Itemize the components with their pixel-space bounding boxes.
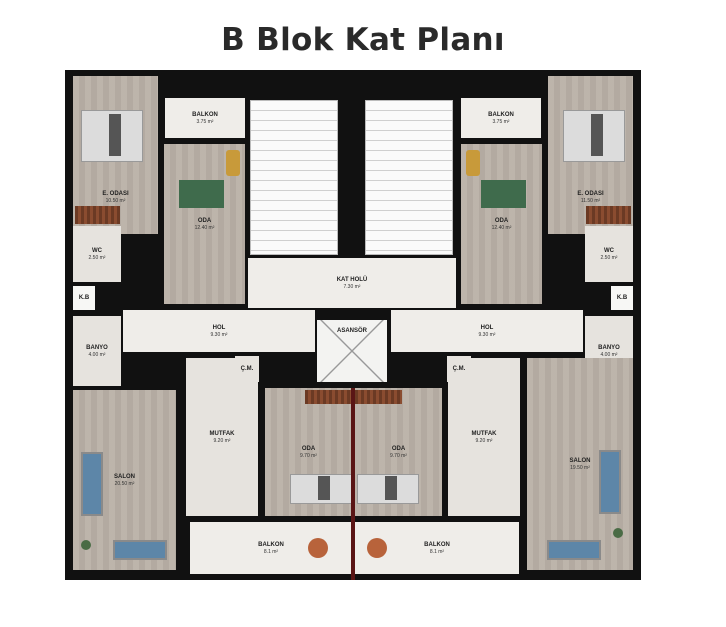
room-label: BALKON [488,111,514,118]
right-kitchen: MUTFAK 9.20 m² [448,358,520,516]
room-area: 2.50 m² [600,254,618,261]
room-area: 8.1 m² [429,548,445,555]
right-master-bedroom: E. ODASI 11.50 m² [548,76,633,234]
left-kitchen: MUTFAK 9.20 m² [186,358,258,516]
room-area: 7.30 m² [343,283,361,290]
room-area: 9.20 m² [475,437,493,444]
left-utility: Ç.M. [235,356,259,382]
left-staircase [250,100,338,255]
room-label: ODA [391,445,406,452]
right-living-room: SALON 19.50 m² [527,358,633,570]
desk-icon [226,150,240,176]
room-label: ODA [301,445,316,452]
room-area: 19.50 m² [570,464,590,471]
room-area: 9.30 m² [478,331,496,338]
bed-icon [357,474,419,504]
wardrobe-icon [355,390,402,404]
right-wc: WC 2.50 m² [585,226,633,282]
room-label: SALON [569,457,591,464]
sofa-icon [547,540,601,560]
dining-table-icon [367,538,387,558]
room-label: ODA [197,217,212,224]
right-storage: K.B [611,286,633,310]
sofa-icon [599,450,621,514]
room-area: 11.50 m² [580,198,601,204]
unit-divider [351,388,355,580]
room-label: Ç.M. [452,365,466,372]
room-area: 8.1 m² [263,548,279,555]
room-label: SALON [114,473,135,480]
right-room: ODA 12.40 m² [461,144,542,304]
bed-icon [179,180,224,208]
left-wc: WC 2.50 m² [73,226,121,282]
elevator: ASANSÖR [317,320,387,382]
room-label: ODA [494,217,509,224]
left-hall: HOL 9.30 m² [123,310,315,352]
dining-table-icon [308,538,328,558]
room-label: E. ODASI [577,191,604,197]
room-label: WC [604,247,614,254]
room-area: 9.70 m² [390,452,407,459]
sofa-icon [113,540,167,560]
room-label: K.B [616,294,628,301]
left-balcony-top: BALKON 3.75 m² [165,98,245,138]
room-area: 4.00 m² [600,351,618,358]
left-living-room: SALON 20.50 m² [73,390,176,570]
plant-icon [81,540,91,550]
room-label: BANYO [86,344,108,351]
room-area: 2.50 m² [88,254,106,261]
bed-icon [563,110,625,162]
wardrobe-icon [586,206,631,224]
room-area: 3.75 m² [196,118,214,125]
wardrobe-icon [75,206,120,224]
room-label: HOL [480,324,494,331]
room-label: Ç.M. [240,365,254,372]
room-label: BALKON [192,111,218,118]
room-label: HOL [212,324,226,331]
room-area: 20.50 m² [114,480,135,487]
wardrobe-icon [305,390,352,404]
bed-icon [81,110,143,162]
right-staircase [365,100,453,255]
left-room-2: ODA 9.70 m² [265,388,352,516]
right-room-2: ODA 9.70 m² [355,388,442,516]
room-area: 12.40 m² [491,224,512,231]
left-storage: K.B [73,286,95,310]
room-area: 3.75 m² [492,118,510,125]
right-balcony-bottom: BALKON 8.1 m² [355,522,519,574]
left-room: ODA 12.40 m² [164,144,245,304]
room-label: MUTFAK [471,430,497,437]
room-area: 9.70 m² [300,452,317,459]
plant-icon [613,528,623,538]
right-hall: HOL 9.30 m² [391,310,583,352]
room-area: 9.30 m² [210,331,228,338]
room-area: 12.40 m² [194,224,215,231]
right-utility: Ç.M. [447,356,471,382]
left-master-bedroom: E. ODASI 10.50 m² [73,76,158,234]
room-label: MUTFAK [209,430,235,437]
floor-plan: E. ODASI 10.50 m² BALKON 3.75 m² ODA 12.… [65,70,641,580]
room-label: K.B [78,294,90,301]
floor-hall: KAT HOLÜ 7.30 m² [248,258,456,308]
room-area: 4.00 m² [88,351,106,358]
room-area: 9.20 m² [213,437,231,444]
room-label: WC [92,247,102,254]
page-title: B Blok Kat Planı [221,22,505,58]
bed-icon [290,474,352,504]
room-label: BALKON [424,541,450,548]
sofa-icon [81,452,103,516]
desk-icon [466,150,480,176]
room-area: 10.50 m² [105,198,126,204]
room-label: ASANSÖR [336,328,367,334]
room-label: E. ODASI [102,191,129,197]
left-balcony-bottom: BALKON 8.1 m² [190,522,352,574]
room-label: KAT HOLÜ [336,276,368,283]
room-label: BANYO [598,344,620,351]
right-balcony-top: BALKON 3.75 m² [461,98,541,138]
room-label: BALKON [258,541,284,548]
left-bathroom: BANYO 4.00 m² [73,316,121,386]
bed-icon [481,180,526,208]
